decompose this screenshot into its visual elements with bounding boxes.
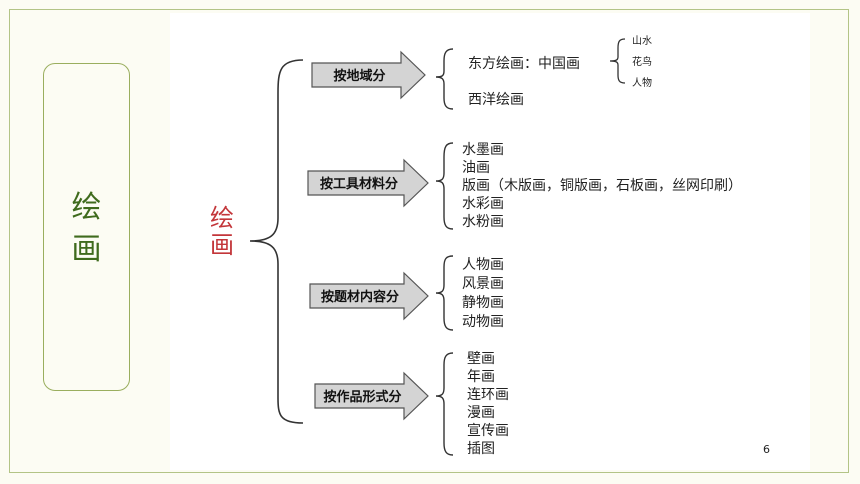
item-print: 版画（木版画，铜版画，石板画，丝网印刷）: [462, 178, 742, 194]
item-mural: 壁画: [467, 351, 495, 367]
brace-subject: [435, 255, 454, 331]
item-still-life: 静物画: [462, 295, 504, 311]
sub-item-landscape: 山水: [632, 35, 652, 47]
item-oriental-painting: 东方绘画：中国画: [468, 56, 580, 72]
sub-item-flower-bird: 花鸟: [632, 55, 652, 68]
brace-china-sub: [609, 38, 626, 84]
brace-form: [435, 352, 454, 456]
item-figure-painting: 人物画: [462, 257, 504, 273]
page-number: 6: [763, 443, 770, 456]
item-ink-painting: 水墨画: [462, 142, 504, 158]
arrow-region: [311, 50, 426, 100]
arrow-region-label: 按地域分: [333, 68, 385, 84]
arrow-subject-label: 按题材内容分: [321, 289, 399, 305]
main-brace: [249, 59, 304, 424]
item-comic-strip: 连环画: [467, 387, 509, 403]
root-label-char-1: 绘: [210, 204, 234, 232]
item-new-year-picture: 年画: [467, 369, 495, 385]
item-illustration: 插图: [467, 441, 495, 457]
sub-item-figure: 人物: [632, 76, 652, 89]
item-poster: 宣传画: [467, 423, 509, 439]
item-landscape-painting: 风景画: [462, 276, 504, 292]
item-gouache: 水粉画: [462, 214, 504, 230]
arrow-material: [307, 158, 429, 208]
arrow-subject: [309, 271, 429, 321]
arrow-form-label: 按作品形式分: [323, 389, 401, 405]
arrow-form: [314, 371, 429, 421]
item-western-painting: 西洋绘画: [468, 92, 524, 108]
item-oil-painting: 油画: [462, 160, 490, 176]
slide-image: 绘 画 按地域分按工具材料分按题材内容分按作品形式分 东方绘画：中国画 西洋绘画…: [170, 13, 810, 470]
item-watercolor: 水彩画: [462, 196, 504, 212]
root-label-char-2: 画: [210, 231, 234, 259]
brace-region: [435, 48, 454, 110]
arrow-material-label: 按工具材料分: [320, 176, 398, 192]
outer-frame: [9, 9, 849, 473]
item-cartoon: 漫画: [467, 405, 495, 421]
side-title-char-1: 绘: [71, 190, 102, 225]
item-animal-painting: 动物画: [462, 314, 504, 330]
side-title-tab[interactable]: 绘 画: [43, 63, 130, 391]
side-title-char-2: 画: [71, 232, 102, 267]
brace-material: [435, 142, 454, 230]
